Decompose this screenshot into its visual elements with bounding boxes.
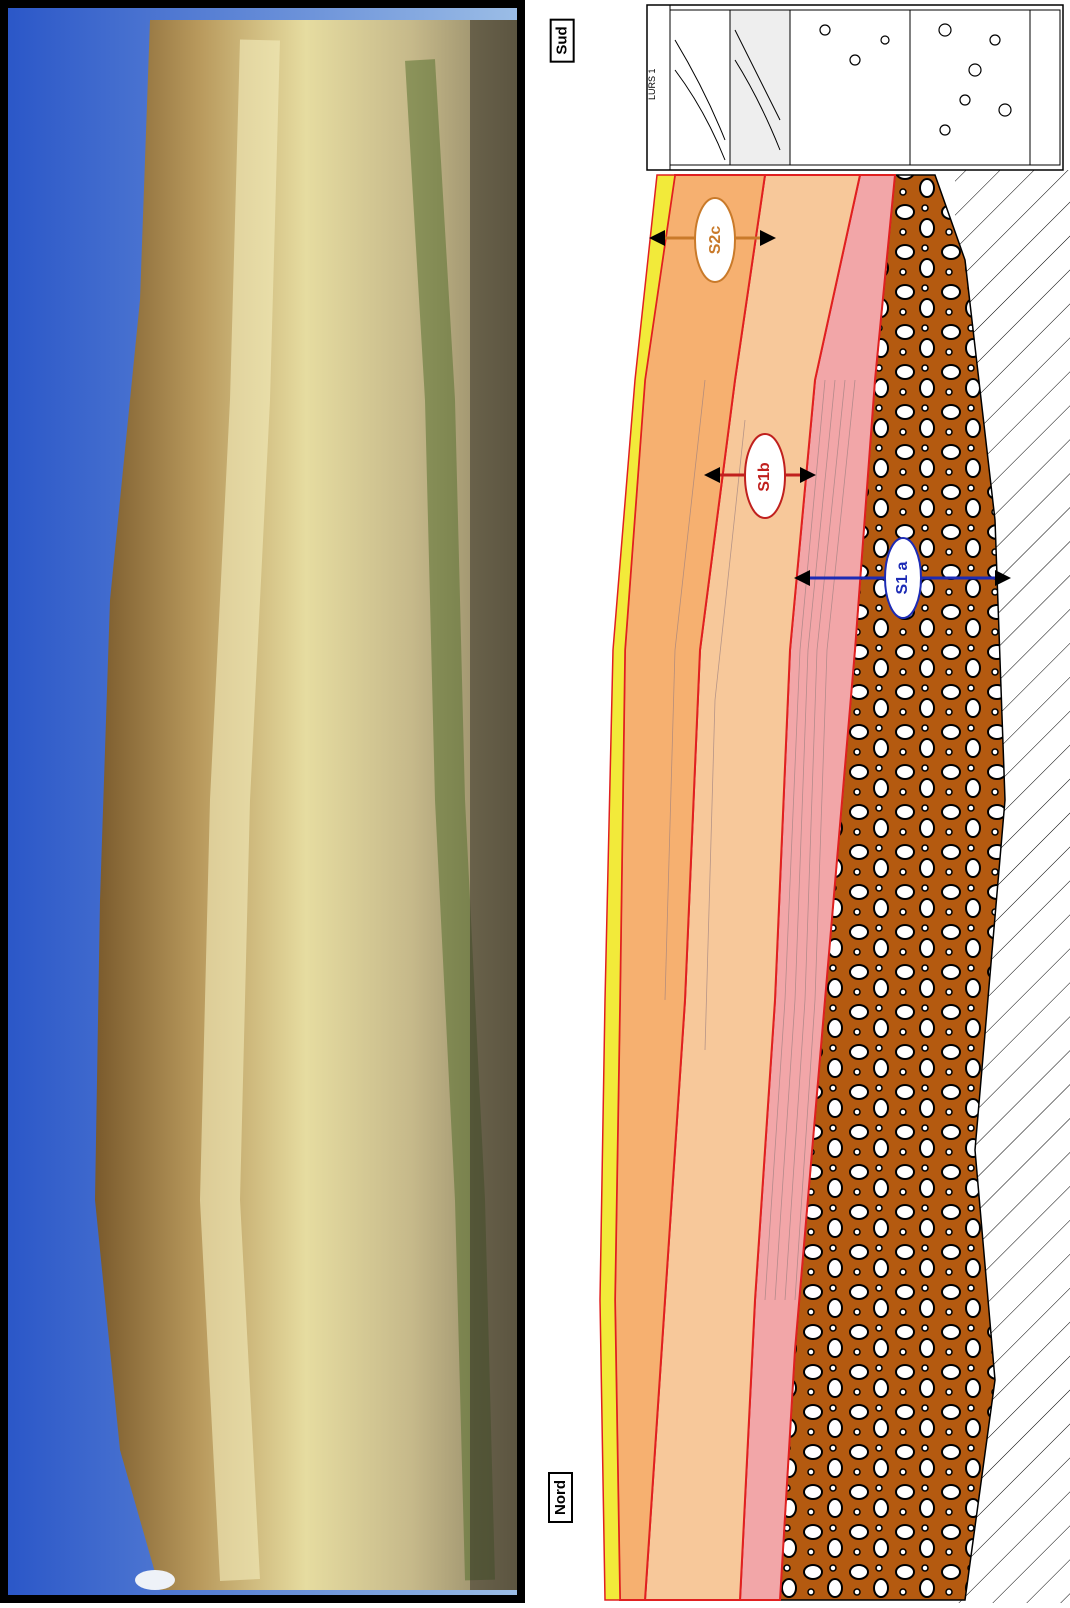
section-drawing — [525, 0, 1070, 1603]
s2c-label: S2c — [701, 222, 731, 258]
south-label: Sud — [550, 18, 575, 62]
outcrop-photo-drawing — [0, 0, 525, 1603]
inset-title: LURS 1 — [647, 60, 677, 100]
s1a-label: S1 a — [888, 556, 918, 600]
s1b-label: S1b — [750, 459, 780, 495]
inset-log — [647, 5, 1063, 170]
north-label: Nord — [548, 1472, 573, 1523]
section-diagram: Sud Nord LURS 1 S2c S1b S1 a — [525, 0, 1070, 1603]
outcrop-photo — [0, 0, 525, 1603]
